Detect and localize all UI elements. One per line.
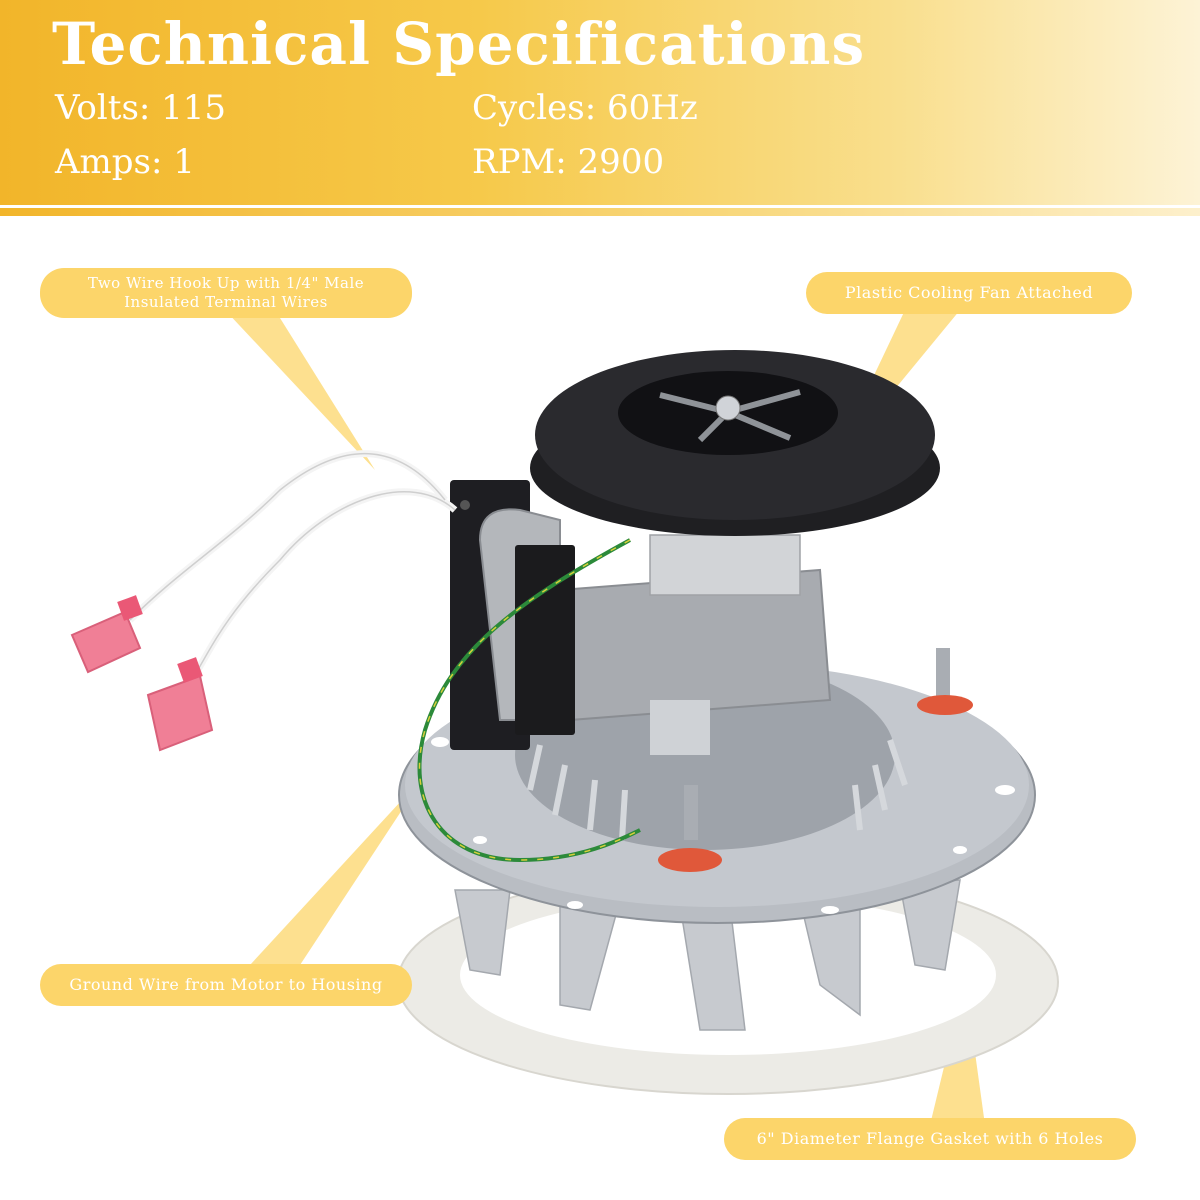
plate-holes — [431, 737, 1015, 914]
spec-amps: Amps: 1 — [55, 142, 195, 182]
pointer-wires — [225, 310, 375, 470]
callout-fan: Plastic Cooling Fan Attached — [806, 272, 1132, 314]
spec-rpm: RPM: 2900 — [472, 142, 665, 182]
header-divider — [0, 208, 1200, 216]
page-title: Technical Specifications — [52, 10, 866, 78]
white-wires — [127, 450, 458, 677]
callout-ground: Ground Wire from Motor to Housing — [40, 964, 412, 1006]
motor-shaft-mount — [649, 534, 801, 596]
coil-cover — [515, 545, 575, 735]
white-wires-outline — [129, 452, 456, 676]
spec-volts: Volts: 115 — [55, 88, 227, 128]
ground-wire — [417, 538, 641, 863]
callout-gasket: 6" Diameter Flange Gasket with 6 Holes — [724, 1118, 1136, 1160]
callout-wires-line2: Insulated Terminal Wires — [124, 293, 328, 311]
spec-cycles: Cycles: 60Hz — [472, 88, 698, 128]
housing-fins — [527, 739, 908, 841]
terminal-bolts — [658, 648, 973, 872]
fan-hub-screw — [715, 395, 741, 421]
motor-post — [650, 700, 710, 755]
callout-wires: Two Wire Hook Up with 1/4" Male Insulate… — [40, 268, 412, 318]
header-banner — [0, 0, 1200, 205]
terminal-connectors — [70, 595, 214, 752]
pointer-ground — [250, 775, 425, 965]
bracket-screw — [460, 500, 470, 510]
callout-wires-line1: Two Wire Hook Up with 1/4" Male — [87, 274, 365, 292]
callout-wires-text: Two Wire Hook Up with 1/4" Male Insulate… — [88, 274, 364, 312]
